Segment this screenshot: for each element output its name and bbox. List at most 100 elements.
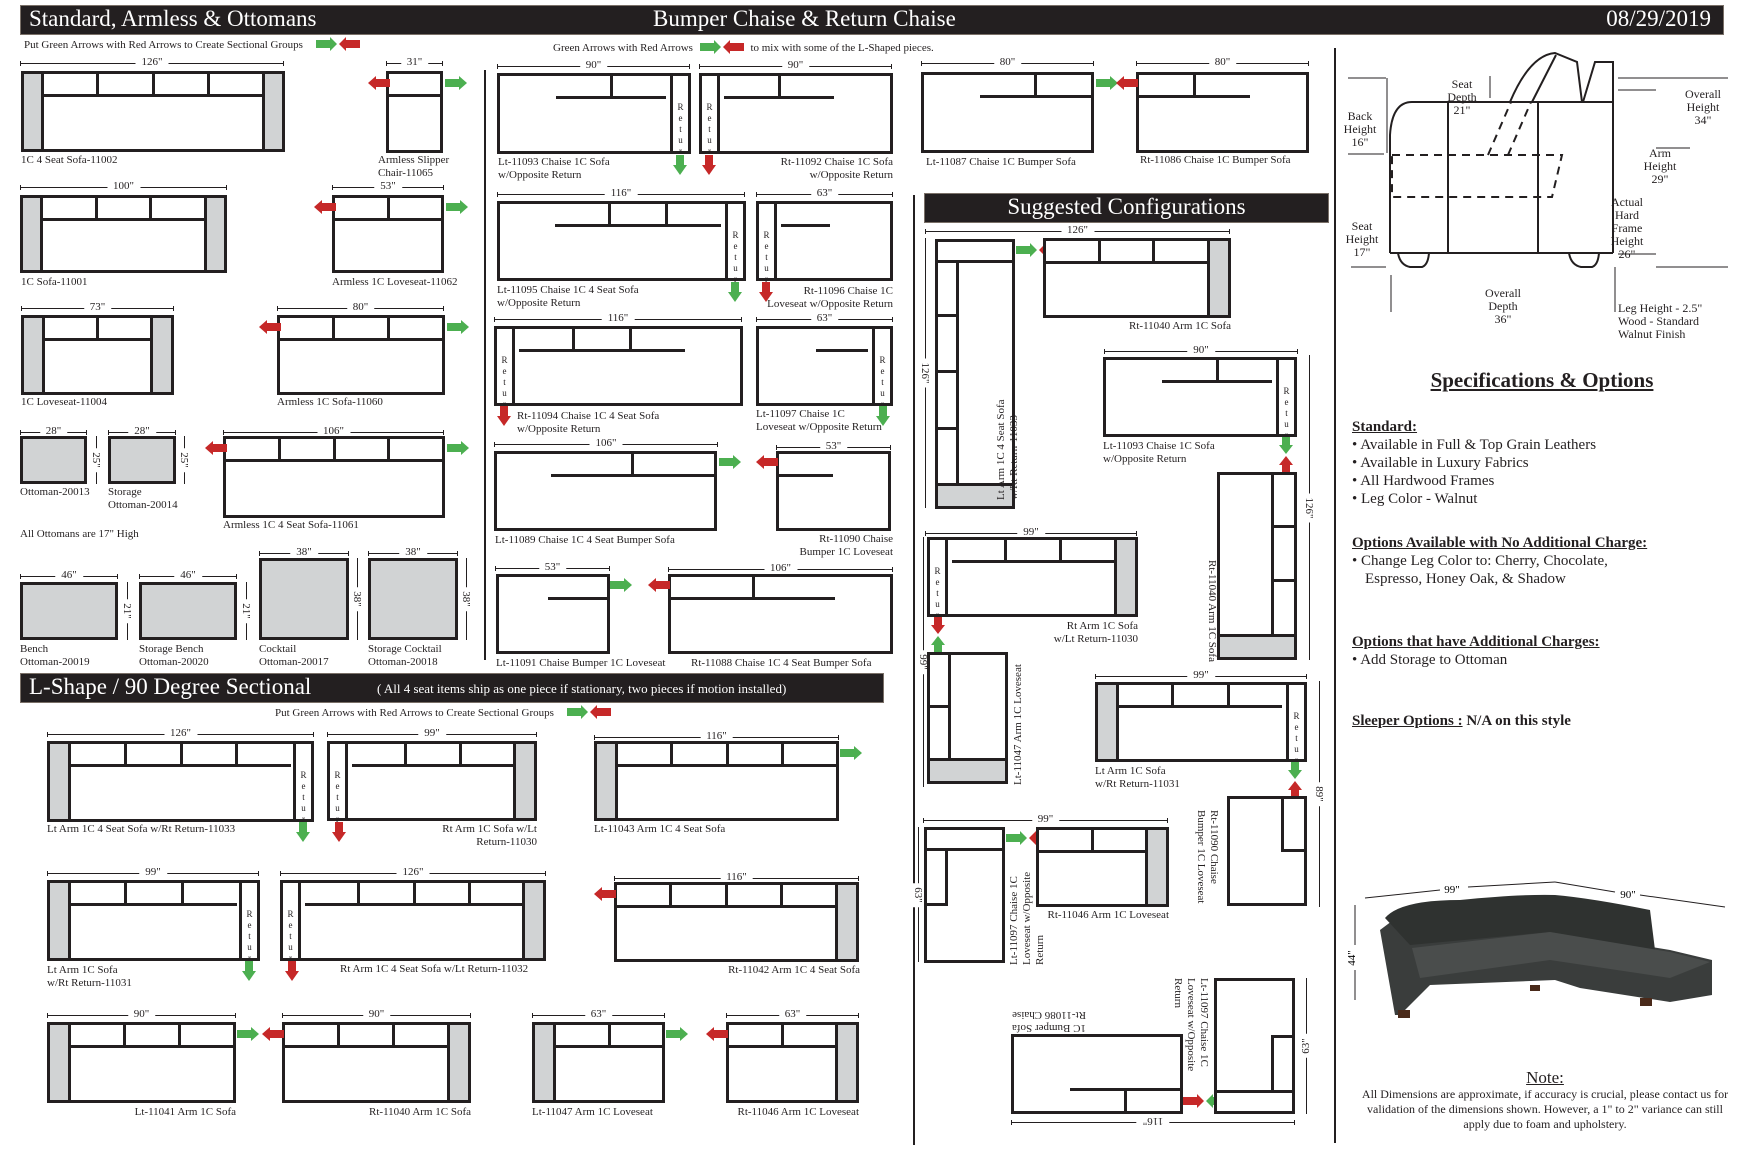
dimension-depth: 126" (919, 238, 931, 508)
charge-options: Options that have Additional Charges: • … (1352, 634, 1742, 669)
sofa-diagram[interactable] (614, 882, 859, 962)
green-arrow-down-icon (728, 282, 752, 302)
green-arrow-down-icon (876, 406, 900, 426)
chaise-diagram[interactable]: Return (494, 326, 743, 421)
bumper-sofa-diagram[interactable] (494, 451, 717, 531)
red-arrow-icon (756, 455, 780, 469)
red-arrow-down-icon (285, 961, 309, 981)
red-arrow-icon (314, 200, 338, 214)
loveseat-diagram[interactable] (532, 1022, 665, 1103)
red-arrow-icon (262, 1027, 286, 1041)
config-bumper-loveseat-vertical[interactable] (1227, 796, 1307, 906)
return-label: Return (283, 883, 301, 975)
dimension-depth: 99" (917, 537, 929, 787)
bumper-sofa-diagram[interactable] (1136, 72, 1309, 153)
config-bumper-sofa-rotated[interactable] (1011, 1034, 1183, 1114)
loveseat-diagram[interactable] (332, 195, 444, 273)
red-arrow-icon (594, 887, 618, 901)
ottoman-diagram[interactable] (139, 582, 237, 640)
dimension-width: 90" (47, 1008, 236, 1021)
return-label: Return (497, 329, 515, 421)
header-bar: Standard, Armless & Ottomans Bumper Chai… (20, 5, 1724, 35)
loveseat-diagram[interactable] (726, 1022, 859, 1103)
dimension-width: 99" (925, 526, 1137, 539)
config-return-sofa[interactable]: Return (1095, 682, 1307, 777)
bumper-loveseat-diagram[interactable] (776, 451, 891, 531)
config-return-sofa[interactable]: Return (927, 537, 1138, 632)
sofa-diagram[interactable] (277, 315, 445, 395)
spec-item: • Leg Color - Walnut (1352, 491, 1478, 507)
config-loveseat[interactable] (1036, 827, 1169, 907)
sofa-diagram[interactable] (47, 1022, 236, 1103)
dimension-width: 28" (108, 425, 176, 438)
config-return-sofa-vertical[interactable] (935, 239, 1015, 509)
dimension-width: 80" (1136, 56, 1309, 69)
ottoman-diagram[interactable] (20, 582, 118, 640)
dimension-width: 46" (139, 569, 237, 582)
sofa-diagram[interactable] (21, 71, 285, 152)
item-label: Lt-11089 Chaise 1C 4 Seat Bumper Sofa (495, 534, 675, 546)
return-sofa-diagram[interactable]: Return (47, 741, 314, 836)
lshape-shipping-note: ( All 4 seat items ship as one piece if … (377, 681, 787, 696)
ottoman-diagram[interactable] (108, 436, 176, 484)
sofa-diagram[interactable] (20, 195, 227, 273)
chaise-diagram[interactable]: Return (497, 201, 746, 296)
return-sofa-diagram[interactable]: Return (327, 741, 537, 836)
item-label: Armless Slipper Chair-11065 (378, 154, 450, 179)
spec-item: • Change Leg Color to: Cherry, Chocolate… (1352, 553, 1608, 569)
config-chaise-vertical-rotated[interactable] (1214, 978, 1295, 1114)
dimension-width: 106" (223, 425, 444, 438)
chaise-diagram[interactable]: Return (699, 73, 893, 168)
green-red-vertical-arrows-icon (1288, 762, 1302, 798)
dimension-width: 116" (1011, 1115, 1295, 1128)
loveseat-diagram[interactable] (21, 315, 174, 395)
bumper-sofa-diagram[interactable] (668, 574, 893, 654)
return-sofa-diagram[interactable]: Return (47, 880, 260, 975)
ottoman-diagram[interactable] (259, 558, 349, 640)
green-arrow-icon (447, 441, 471, 455)
item-label: Rt-11046 Arm 1C Loveseat (737, 1106, 860, 1118)
green-arrow-icon (446, 200, 470, 214)
chair-diagram[interactable] (386, 71, 443, 153)
sofa-diagram[interactable] (594, 741, 839, 821)
chaise-diagram[interactable]: Return (756, 326, 893, 421)
item-label: Lt-11087 Chaise 1C Bumper Sofa (926, 156, 1076, 168)
return-label: Return (759, 204, 777, 296)
dimension-width: 116" (497, 187, 745, 200)
sofa-diagram[interactable] (223, 436, 445, 518)
ottoman-diagram[interactable] (20, 436, 87, 484)
bumper-loveseat-diagram[interactable] (496, 574, 610, 654)
spec-item: • All Hardwood Frames (1352, 473, 1495, 489)
config-chaise-vertical[interactable] (924, 827, 1005, 963)
chaise-diagram[interactable]: Return (756, 201, 893, 296)
bumper-sofa-diagram[interactable] (921, 72, 1094, 153)
return-label: Return (293, 744, 311, 836)
sofa-diagram[interactable] (282, 1022, 471, 1103)
chaise-diagram[interactable]: Return (497, 73, 691, 168)
return-label: Return (670, 76, 688, 168)
dimension-width: 80" (277, 301, 444, 314)
bumper-instructions: Green Arrows with Red Arrows to mix with… (553, 40, 934, 57)
sectional-photo: 99" 90" 44" (1346, 881, 1726, 1018)
config-sofa-vertical[interactable] (1217, 472, 1297, 660)
return-sofa-diagram[interactable]: Return (280, 880, 546, 975)
item-label: Armless 1C Loveseat-11062 (332, 276, 458, 288)
section-divider (484, 70, 486, 660)
config-chaise[interactable]: Return (1103, 357, 1297, 452)
dimension-width: 90" (699, 59, 892, 72)
ottoman-diagram[interactable] (368, 558, 458, 640)
config-loveseat-vertical[interactable] (927, 652, 1008, 784)
green-arrow-down-icon (296, 822, 320, 842)
config-sofa[interactable] (1043, 238, 1231, 318)
dimension-width: 63" (726, 1008, 859, 1021)
